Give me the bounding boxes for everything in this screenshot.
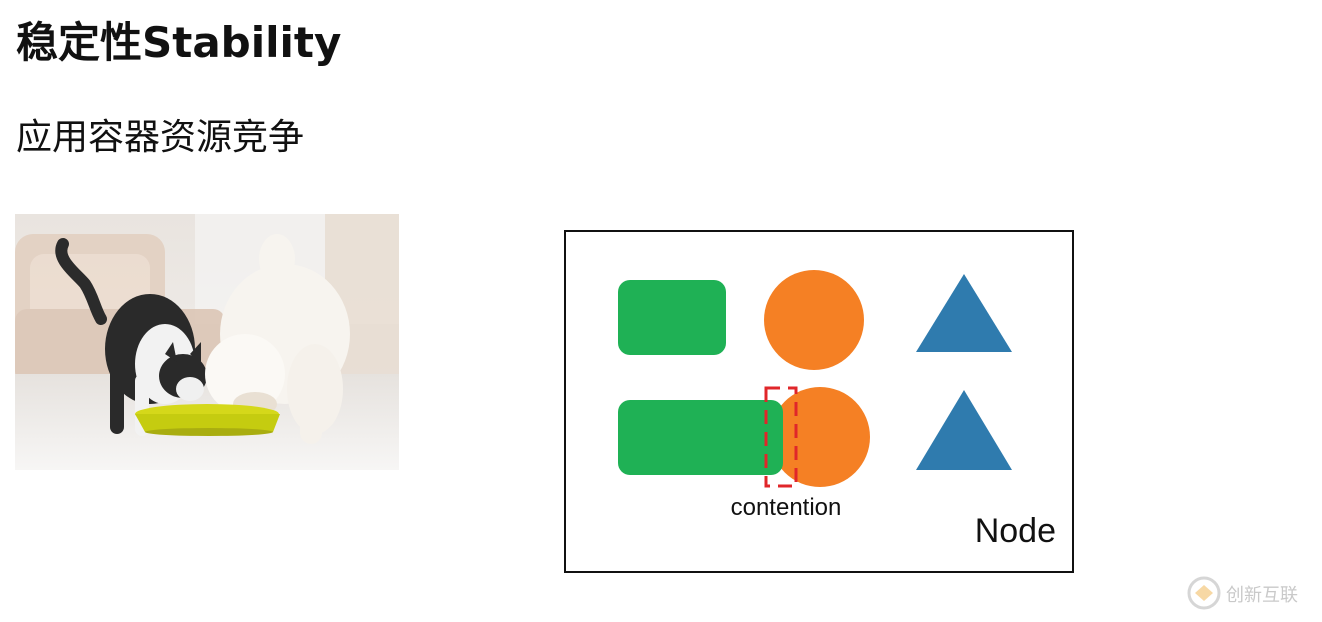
contention-label: contention <box>731 494 842 521</box>
brand-logo-icon <box>1187 576 1221 610</box>
cat-dog-photo <box>15 214 399 470</box>
node-diagram-shapes: contention Node <box>618 270 1056 550</box>
blue-container-bottom <box>916 390 1012 470</box>
orange-container-top <box>764 270 864 370</box>
green-container-large <box>618 400 783 475</box>
orange-container-bottom <box>770 387 870 487</box>
green-container-small <box>618 280 726 355</box>
node-diagram: contention Node <box>564 230 1074 573</box>
watermark-text: 创新互联 <box>1226 585 1298 606</box>
node-label: Node <box>975 512 1056 550</box>
food-bowl <box>135 404 280 436</box>
watermark-logo: 创新互联 <box>1186 574 1316 612</box>
blue-container-top <box>916 274 1012 352</box>
slide-subtitle: 应用容器资源竞争 <box>16 117 305 158</box>
cat-dog-illustration <box>15 214 399 470</box>
slide-title: 稳定性Stability <box>16 18 342 67</box>
contention-dashed-box <box>764 386 798 488</box>
